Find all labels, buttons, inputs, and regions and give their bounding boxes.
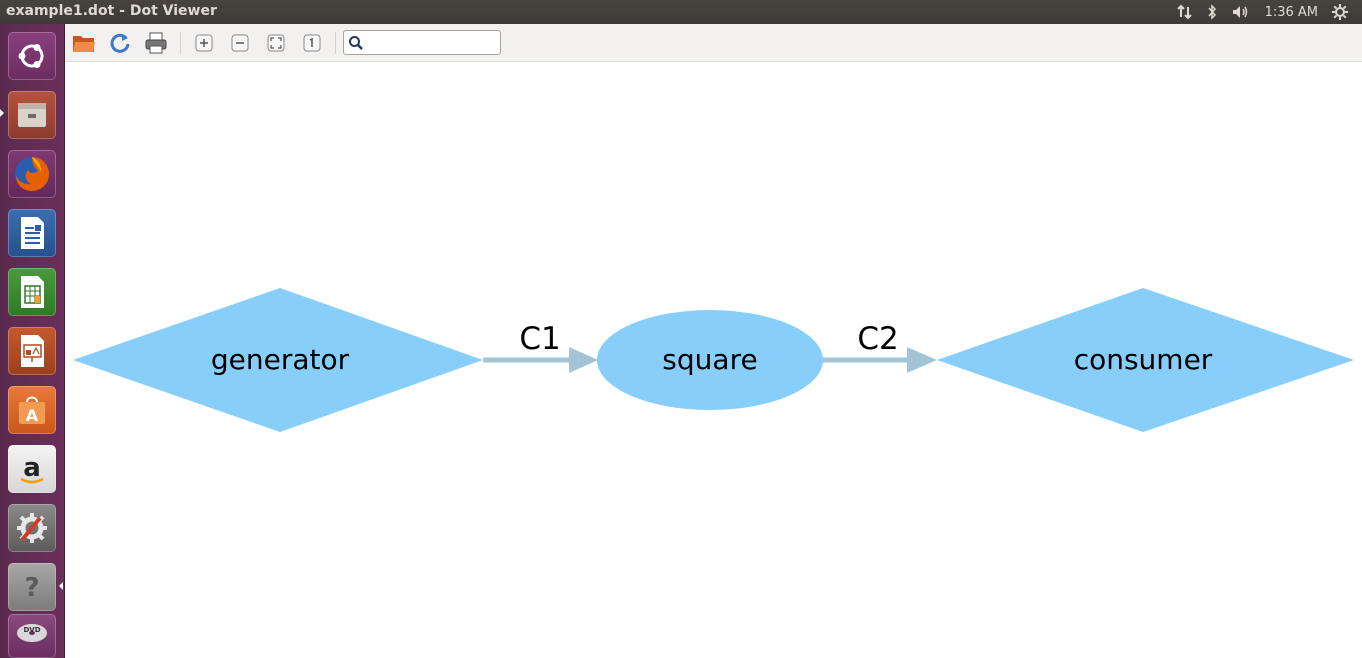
- system-settings-button[interactable]: [6, 502, 58, 554]
- edge-generator-square[interactable]: C1: [483, 321, 598, 373]
- node-label: consumer: [1074, 343, 1213, 376]
- zoom-in-icon: [195, 34, 213, 52]
- svg-text:DVD: DVD: [23, 626, 40, 634]
- libreoffice-impress-icon: [8, 327, 56, 375]
- volume-icon[interactable]: [1231, 4, 1251, 20]
- print-button[interactable]: [143, 31, 169, 55]
- edge-label: C1: [519, 321, 560, 357]
- search-icon: [349, 36, 363, 50]
- system-settings-icon: [8, 504, 56, 552]
- edge-square-consumer[interactable]: C2: [822, 321, 937, 373]
- impress-button[interactable]: [6, 325, 58, 377]
- toolbar-separator: [180, 32, 181, 54]
- zoom-out-icon: [231, 34, 249, 52]
- zoom-in-button[interactable]: [191, 31, 217, 55]
- files-icon: [8, 91, 56, 139]
- libreoffice-writer-icon: [8, 209, 56, 257]
- dvd-button[interactable]: DVD: [6, 614, 58, 658]
- node-generator[interactable]: generator: [73, 288, 483, 432]
- network-icon[interactable]: [1176, 4, 1193, 20]
- zoom-out-button[interactable]: [227, 31, 253, 55]
- software-center-button[interactable]: A: [6, 384, 58, 436]
- toolbar: [65, 24, 1362, 62]
- print-icon: [145, 32, 167, 54]
- search-input[interactable]: [366, 34, 496, 51]
- window-title: example1.dot - Dot Viewer: [6, 3, 217, 19]
- calc-button[interactable]: [6, 266, 58, 318]
- help-button[interactable]: ?: [6, 561, 58, 613]
- launcher: A a ? DVD: [0, 24, 65, 658]
- svg-text:a: a: [23, 453, 41, 483]
- indicator-area: 1:36 AM: [1176, 0, 1362, 24]
- firefox-button[interactable]: [6, 148, 58, 200]
- zoom-100-button[interactable]: [299, 31, 325, 55]
- zoom-fit-icon: [267, 34, 285, 52]
- software-center-icon: A: [8, 386, 56, 434]
- ubuntu-dash-icon: [8, 32, 56, 80]
- open-file-icon: [73, 36, 95, 52]
- bluetooth-icon[interactable]: [1207, 4, 1217, 20]
- search-box[interactable]: [343, 30, 501, 55]
- node-square[interactable]: square: [597, 310, 823, 410]
- svg-text:?: ?: [24, 573, 39, 603]
- files-button[interactable]: [6, 89, 58, 141]
- arrowhead-icon: [569, 347, 598, 373]
- amazon-icon: a: [8, 445, 56, 493]
- toolbar-separator: [335, 32, 336, 54]
- reload-icon: [110, 33, 130, 53]
- zoom-fit-button[interactable]: [263, 31, 289, 55]
- node-shape: [73, 288, 483, 432]
- graph-canvas[interactable]: C1 C2 generator square consumer: [65, 62, 1362, 658]
- firefox-icon: [8, 150, 56, 198]
- settings-gear-icon[interactable]: [1332, 4, 1348, 20]
- dvd-icon: DVD: [8, 614, 56, 658]
- edge-label: C2: [857, 321, 898, 357]
- libreoffice-calc-icon: [8, 268, 56, 316]
- arrowhead-icon: [907, 347, 937, 373]
- svg-text:A: A: [26, 406, 39, 425]
- help-icon: ?: [8, 563, 56, 611]
- writer-button[interactable]: [6, 207, 58, 259]
- node-label: generator: [211, 343, 350, 376]
- focused-indicator: [59, 582, 63, 590]
- node-label: square: [662, 343, 757, 376]
- clock[interactable]: 1:36 AM: [1264, 4, 1318, 20]
- zoom-100-icon: [303, 34, 321, 52]
- top-panel: example1.dot - Dot Viewer 1:36 AM: [0, 0, 1362, 24]
- open-file-button[interactable]: [71, 31, 97, 55]
- ubuntu-dash-button[interactable]: [6, 30, 58, 82]
- graph-drawing: C1 C2 generator square consumer: [73, 288, 1354, 432]
- reload-button[interactable]: [107, 31, 133, 55]
- node-shape: [597, 310, 823, 410]
- node-consumer[interactable]: consumer: [937, 288, 1354, 432]
- running-indicator: [0, 109, 4, 117]
- node-shape: [937, 288, 1354, 432]
- amazon-button[interactable]: a: [6, 443, 58, 495]
